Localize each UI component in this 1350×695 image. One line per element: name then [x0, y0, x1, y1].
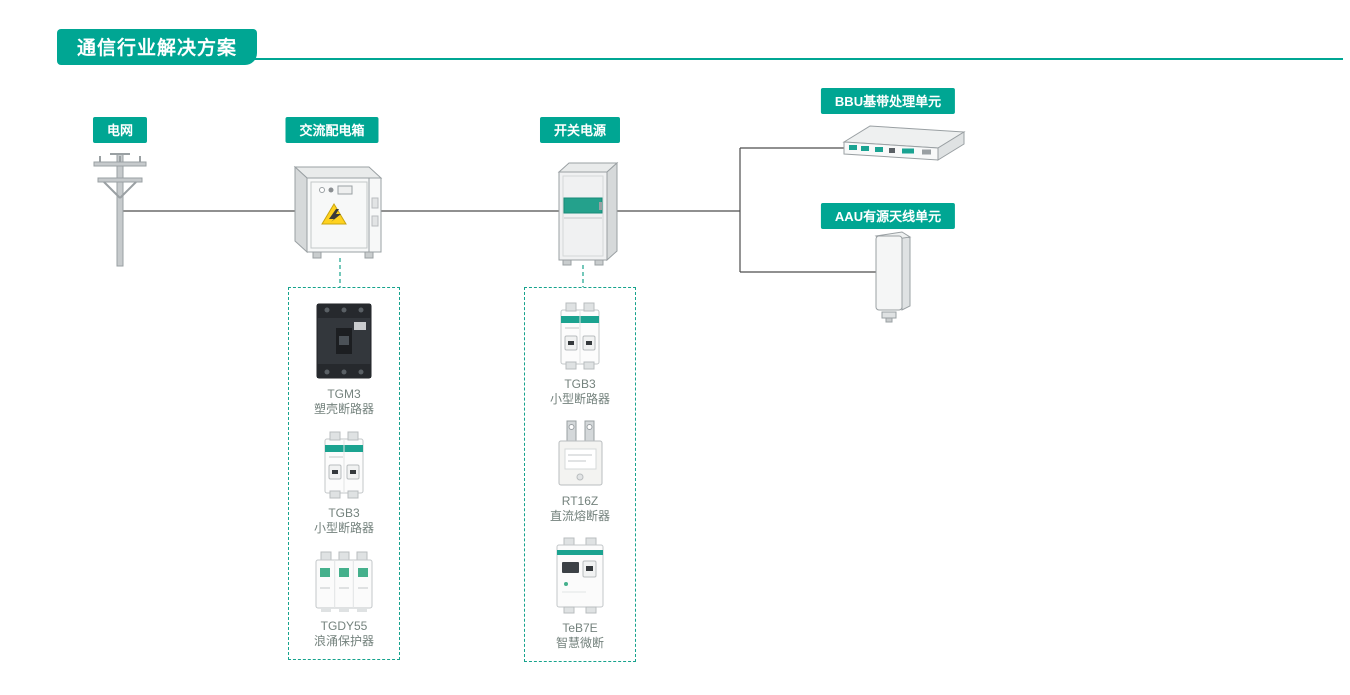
product-tgdy55: TGDY55 浪涌保护器: [313, 548, 375, 649]
node-label-grid: 电网: [92, 117, 148, 143]
product-model: TGB3: [328, 506, 360, 520]
aau-antenna-icon: [874, 231, 912, 323]
node-label-aau: AAU有源天线单元: [820, 203, 956, 229]
product-teb7e: TeB7E 智慧微断: [552, 536, 608, 651]
bbu-rack-unit-icon: [842, 125, 966, 161]
tgm3-mccb-illustration: [316, 303, 372, 379]
product-tgm3: TGM3 塑壳断路器: [312, 300, 376, 417]
node-label-bbu: BBU基带处理单元: [820, 88, 956, 114]
product-name: 小型断路器: [549, 392, 610, 406]
tgb3-breaker-illustration: [560, 302, 600, 370]
product-tgb3-dc: TGB3 小型断路器: [550, 300, 610, 407]
node-label-psu: 开关电源: [539, 117, 621, 143]
product-rt16z: RT16Z 直流熔断器: [550, 419, 610, 524]
product-model: TGM3: [327, 387, 361, 401]
product-name: 塑壳断路器: [313, 402, 374, 416]
page-title: 通信行业解决方案: [57, 29, 258, 65]
product-name: 浪涌保护器: [313, 634, 374, 648]
tgb3-breaker-illustration: [324, 431, 364, 499]
product-model: TeB7E: [562, 621, 598, 635]
product-tgb3-ac: TGB3 小型断路器: [314, 429, 374, 536]
tgdy55-spd-illustration: [315, 551, 373, 612]
product-model: TGB3: [564, 377, 596, 391]
switching-power-cabinet-icon: [557, 161, 619, 266]
utility-pole-icon: [93, 153, 147, 267]
product-name: 智慧微断: [555, 636, 604, 650]
product-group-acbox: TGM3 塑壳断路器 TGB3 小型断路器: [288, 287, 400, 660]
product-model: RT16Z: [561, 494, 599, 508]
product-group-psu: TGB3 小型断路器 RT16Z 直流熔断器: [524, 287, 636, 662]
ac-distribution-cabinet-icon: [293, 165, 383, 259]
product-name: 直流熔断器: [549, 509, 610, 523]
title-underline: [57, 58, 1343, 60]
node-label-acbox: 交流配电箱: [285, 117, 379, 143]
teb7e-smart-breaker-illustration: [556, 537, 604, 614]
product-model: TGDY55: [320, 619, 368, 633]
rt16z-fuse-illustration: [558, 420, 603, 486]
product-name: 小型断路器: [313, 521, 374, 535]
